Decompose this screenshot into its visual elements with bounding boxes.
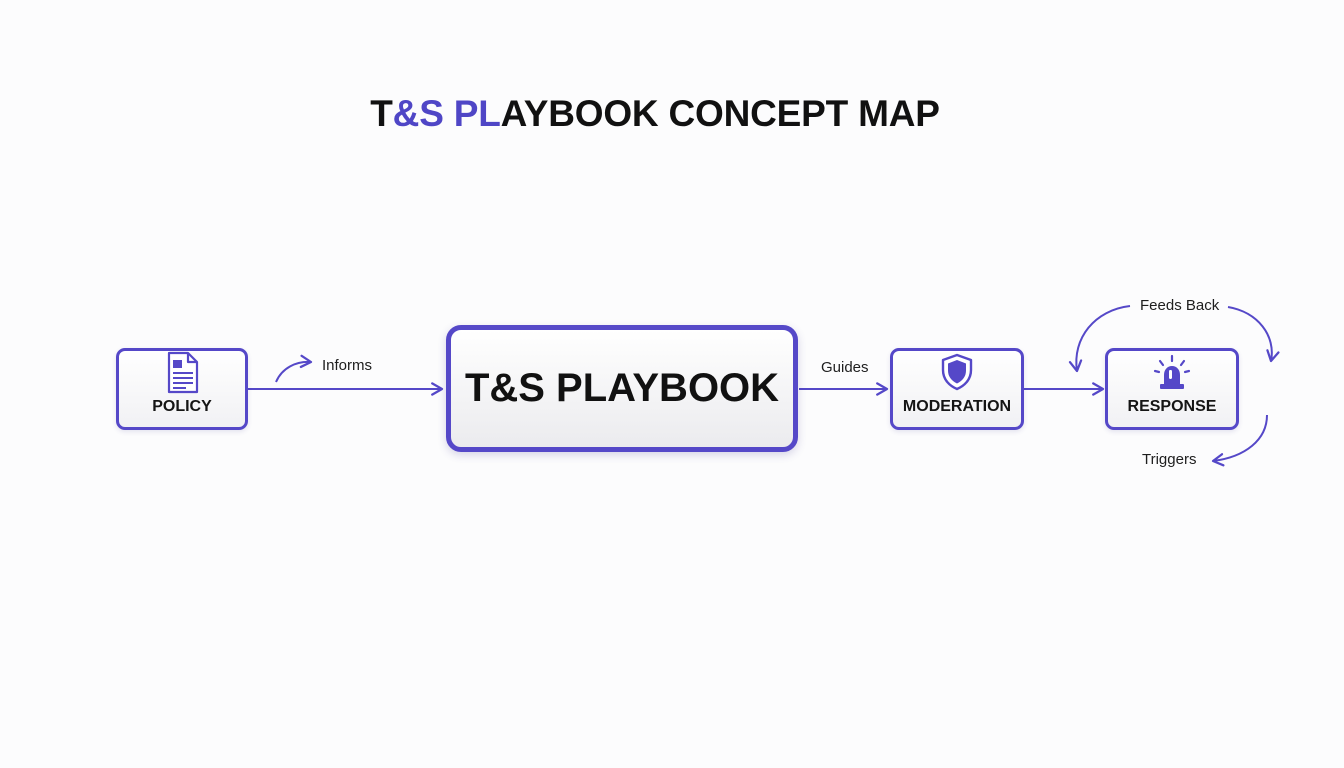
policy-node-label: POLICY: [152, 398, 212, 415]
feeds-back-arc-right: [1227, 306, 1280, 363]
title-part-2: &S PL: [392, 93, 501, 134]
informs-label: Informs: [322, 357, 373, 374]
informs-curve-arrow: [275, 354, 313, 383]
document-icon: [167, 351, 199, 394]
response-node[interactable]: RESPONSE: [1105, 348, 1239, 430]
playbook-hub-label: T&S PLAYBOOK: [464, 366, 780, 410]
moderation-node-label: MODERATION: [902, 398, 1012, 415]
triggers-label: Triggers: [1142, 451, 1197, 468]
title-part-1: T: [370, 93, 393, 134]
triggers-arc: [1211, 414, 1268, 467]
page-title: T&S PLAYBOOK CONCEPT MAP: [0, 93, 1310, 135]
shield-icon: [941, 353, 973, 391]
title-part-3: AYBOOK CONCEPT MAP: [500, 93, 940, 134]
guides-label: Guides: [821, 359, 869, 376]
response-node-label: RESPONSE: [1127, 398, 1217, 415]
policy-node[interactable]: POLICY: [116, 348, 248, 430]
playbook-hub-node[interactable]: T&S PLAYBOOK: [446, 325, 798, 452]
alarm-siren-icon: [1153, 354, 1191, 389]
moderation-node[interactable]: MODERATION: [890, 348, 1024, 430]
feeds-back-label: Feeds Back: [1140, 297, 1220, 314]
feeds-back-arc-left: [1068, 305, 1131, 373]
